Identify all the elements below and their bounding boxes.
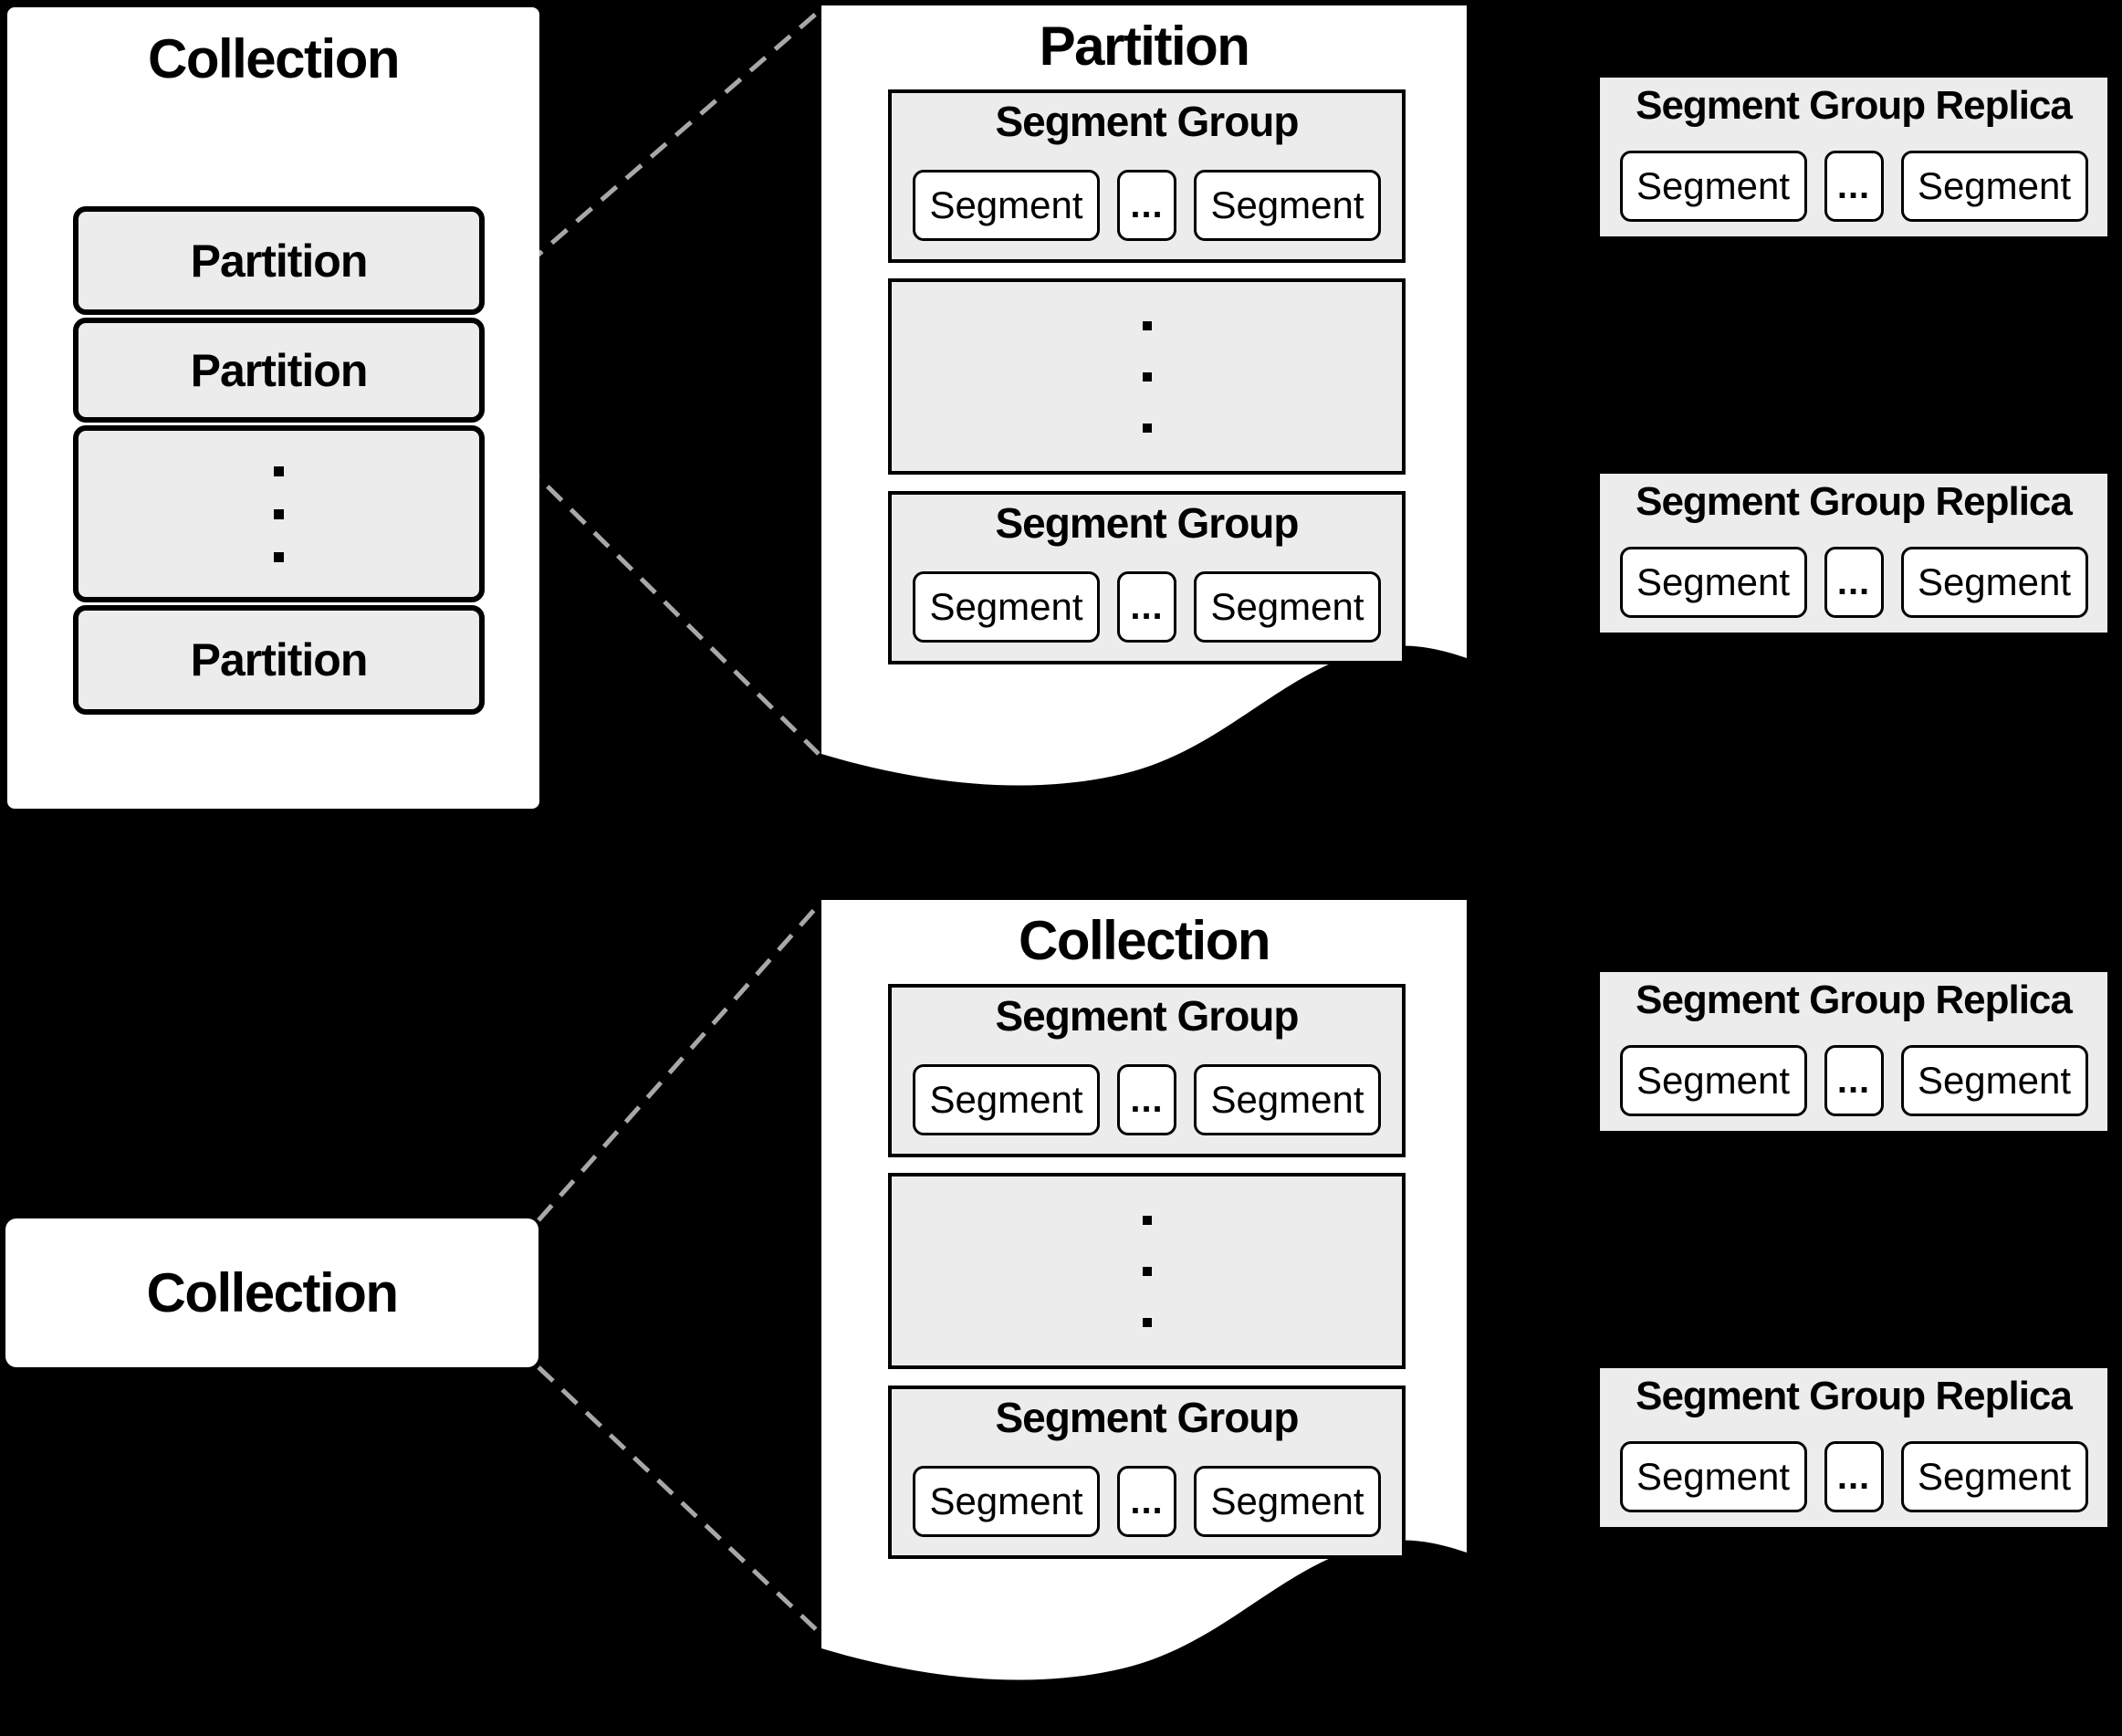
vertical-ellipsis-icon xyxy=(274,465,284,476)
more-segment-groups-box xyxy=(888,278,1406,475)
segment-row: Segment ... Segment xyxy=(1600,1441,2107,1512)
collection-box: Collection xyxy=(5,1218,538,1367)
segment-group-box: Segment Group Segment ... Segment xyxy=(888,984,1406,1157)
segment-box: Segment xyxy=(1619,547,1807,618)
segment-box: Segment xyxy=(1619,151,1807,222)
segment-box: Segment xyxy=(1194,1064,1381,1135)
collection-label: Collection xyxy=(146,1261,399,1323)
segment-group-replica-box: Segment Group Replica Segment ... Segmen… xyxy=(1600,78,2107,236)
segment-row: Segment ... Segment xyxy=(892,1466,1402,1537)
collection-detail-panel: Collection Segment Group Segment ... Seg… xyxy=(821,900,1467,1709)
vertical-ellipsis-icon xyxy=(274,551,284,562)
replica-title: Segment Group Replica xyxy=(1636,978,2073,1022)
segment-box: Segment xyxy=(1194,571,1381,643)
segment-group-replica-box: Segment Group Replica Segment ... Segmen… xyxy=(1600,972,2107,1131)
replica-title: Segment Group Replica xyxy=(1636,479,2073,524)
segment-box: Segment xyxy=(913,1466,1100,1537)
vertical-ellipsis-icon xyxy=(1142,1317,1152,1327)
replica-title: Segment Group Replica xyxy=(1636,1374,2073,1418)
partition-label: Partition xyxy=(190,634,369,685)
panel-title: Partition xyxy=(1039,16,1250,77)
segment-row: Segment ... Segment xyxy=(892,1064,1402,1135)
segment-box: Segment xyxy=(1900,1441,2088,1512)
segment-row: Segment ... Segment xyxy=(892,170,1402,241)
segment-ellipsis-box: ... xyxy=(1117,1064,1176,1135)
segment-box: Segment xyxy=(1900,1045,2088,1116)
collection-overview-panel: Collection Partition Partition Partition xyxy=(7,7,539,809)
vertical-ellipsis-icon xyxy=(274,508,284,519)
vertical-ellipsis-icon xyxy=(1142,1215,1152,1225)
segment-box: Segment xyxy=(1619,1045,1807,1116)
segment-group-box: Segment Group Segment ... Segment xyxy=(888,89,1406,263)
more-partitions-box xyxy=(73,425,485,602)
segment-ellipsis-box: ... xyxy=(1117,571,1176,643)
segment-ellipsis-box: ... xyxy=(1117,1466,1176,1537)
partition-box: Partition xyxy=(73,605,485,715)
segment-box: Segment xyxy=(1194,1466,1381,1537)
segment-group-box: Segment Group Segment ... Segment xyxy=(888,491,1406,664)
zoom-connector-line xyxy=(537,1365,821,1634)
segment-group-replica-box: Segment Group Replica Segment ... Segmen… xyxy=(1600,474,2107,633)
panel-title: Collection xyxy=(147,28,401,89)
segment-box: Segment xyxy=(913,1064,1100,1135)
segment-ellipsis-box: ... xyxy=(1824,151,1884,222)
partition-label: Partition xyxy=(190,235,369,287)
segment-box: Segment xyxy=(1900,151,2088,222)
segment-ellipsis-box: ... xyxy=(1824,1045,1884,1116)
segment-box: Segment xyxy=(913,170,1100,241)
segment-ellipsis-box: ... xyxy=(1117,170,1176,241)
segment-row: Segment ... Segment xyxy=(1600,547,2107,618)
vertical-ellipsis-icon xyxy=(1142,320,1152,330)
segment-group-title: Segment Group xyxy=(995,98,1299,145)
partition-label: Partition xyxy=(190,344,369,396)
segment-ellipsis-box: ... xyxy=(1824,547,1884,618)
partition-box: Partition xyxy=(73,206,485,315)
partition-box: Partition xyxy=(73,318,485,423)
segment-group-title: Segment Group xyxy=(995,1394,1299,1441)
segment-row: Segment ... Segment xyxy=(1600,1045,2107,1116)
segment-group-title: Segment Group xyxy=(995,992,1299,1040)
partition-detail-panel: Partition Segment Group Segment ... Segm… xyxy=(821,5,1467,814)
segment-box: Segment xyxy=(1900,547,2088,618)
segment-group-box: Segment Group Segment ... Segment xyxy=(888,1386,1406,1559)
segment-box: Segment xyxy=(1194,170,1381,241)
segment-row: Segment ... Segment xyxy=(1600,151,2107,222)
more-segment-groups-box xyxy=(888,1173,1406,1369)
segment-row: Segment ... Segment xyxy=(892,571,1402,643)
panel-title: Collection xyxy=(1018,910,1271,971)
replica-title: Segment Group Replica xyxy=(1636,83,2073,128)
vertical-ellipsis-icon xyxy=(1142,1266,1152,1276)
segment-box: Segment xyxy=(1619,1441,1807,1512)
zoom-connector-line xyxy=(537,900,823,1222)
segment-box: Segment xyxy=(913,571,1100,643)
segment-group-replica-box: Segment Group Replica Segment ... Segmen… xyxy=(1600,1368,2107,1527)
vertical-ellipsis-icon xyxy=(1142,423,1152,433)
segment-ellipsis-box: ... xyxy=(1824,1441,1884,1512)
vertical-ellipsis-icon xyxy=(1142,371,1152,382)
segment-group-title: Segment Group xyxy=(995,499,1299,547)
